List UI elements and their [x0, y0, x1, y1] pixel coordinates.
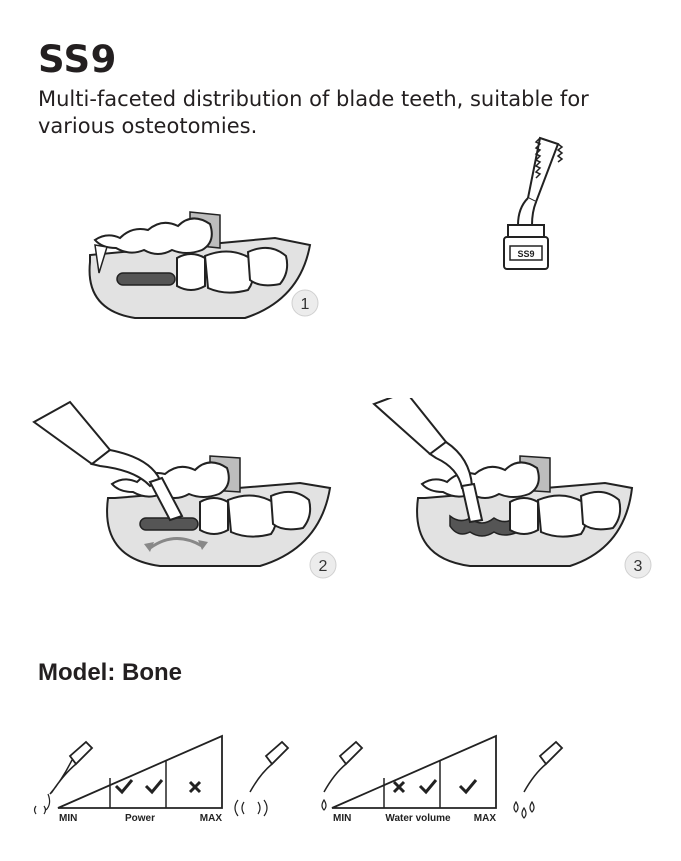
power-gauge: MIN Power MAX	[33, 734, 290, 824]
handpiece-high-icon	[234, 740, 290, 817]
water-min-label: MIN	[333, 813, 351, 824]
power-name-label: Power	[125, 813, 155, 824]
power-min-label: MIN	[59, 813, 77, 824]
water-gauge: MIN Water volume MAX	[321, 734, 564, 824]
handpiece-low-icon	[33, 740, 94, 815]
product-description: Multi-faceted distribution of blade teet…	[38, 87, 589, 138]
step-2-illustration: 2	[32, 400, 337, 579]
step-number-3: 3	[634, 558, 643, 575]
cross-icon	[392, 780, 406, 794]
cross-icon	[188, 780, 202, 794]
check-icon	[144, 779, 164, 795]
power-max-label: MAX	[200, 813, 223, 824]
check-icon	[458, 779, 478, 795]
check-icon	[418, 779, 438, 795]
water-name-label: Water volume	[385, 813, 451, 824]
water-max-label: MAX	[474, 813, 497, 824]
ss9-tip-illustration: SS9	[503, 136, 564, 270]
step-1-illustration: 1	[88, 211, 319, 319]
product-title: SS9	[38, 38, 117, 81]
tip-engraving: SS9	[517, 249, 534, 259]
handpiece-water-low-icon	[321, 740, 364, 811]
check-icon	[114, 779, 134, 795]
step-3-illustration: 3	[372, 398, 652, 579]
step-number-1: 1	[301, 296, 310, 313]
model-label: Model: Bone	[38, 659, 182, 686]
step-number-2: 2	[319, 558, 328, 575]
handpiece-water-high-icon	[513, 740, 564, 819]
